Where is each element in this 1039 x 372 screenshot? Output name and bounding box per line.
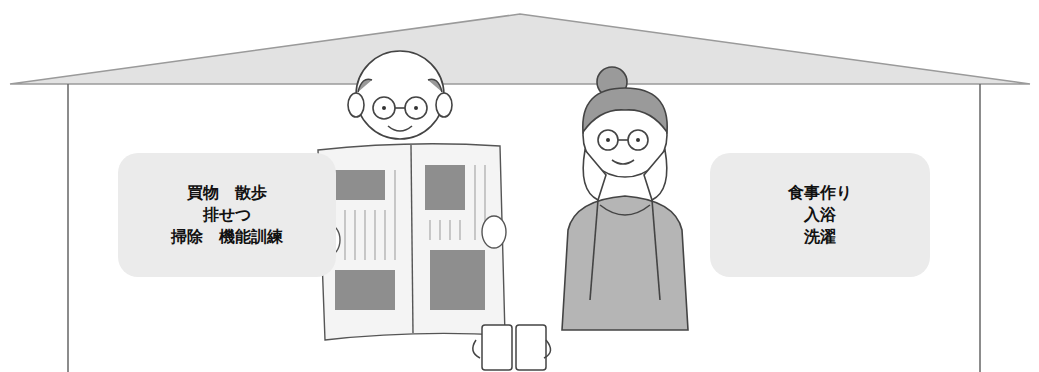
- tea-cups: [473, 325, 551, 370]
- activity-text: 食事作り: [788, 182, 852, 204]
- activity-text: 掃除 機能訓練: [171, 226, 283, 248]
- activity-text: 排せつ: [203, 204, 251, 226]
- house-wall: [979, 84, 981, 372]
- elderly-man: [348, 51, 452, 139]
- activity-text: 買物 散歩: [187, 182, 267, 204]
- house-wall: [67, 84, 69, 372]
- newspaper: [316, 144, 506, 340]
- elderly-woman: [562, 67, 688, 330]
- house-roof: [10, 14, 1030, 84]
- activity-text: 洗濯: [804, 226, 836, 248]
- activity-box: 買物 散歩排せつ掃除 機能訓練: [118, 153, 336, 277]
- activity-text: 入浴: [804, 204, 836, 226]
- activity-box: 食事作り入浴洗濯: [710, 153, 930, 277]
